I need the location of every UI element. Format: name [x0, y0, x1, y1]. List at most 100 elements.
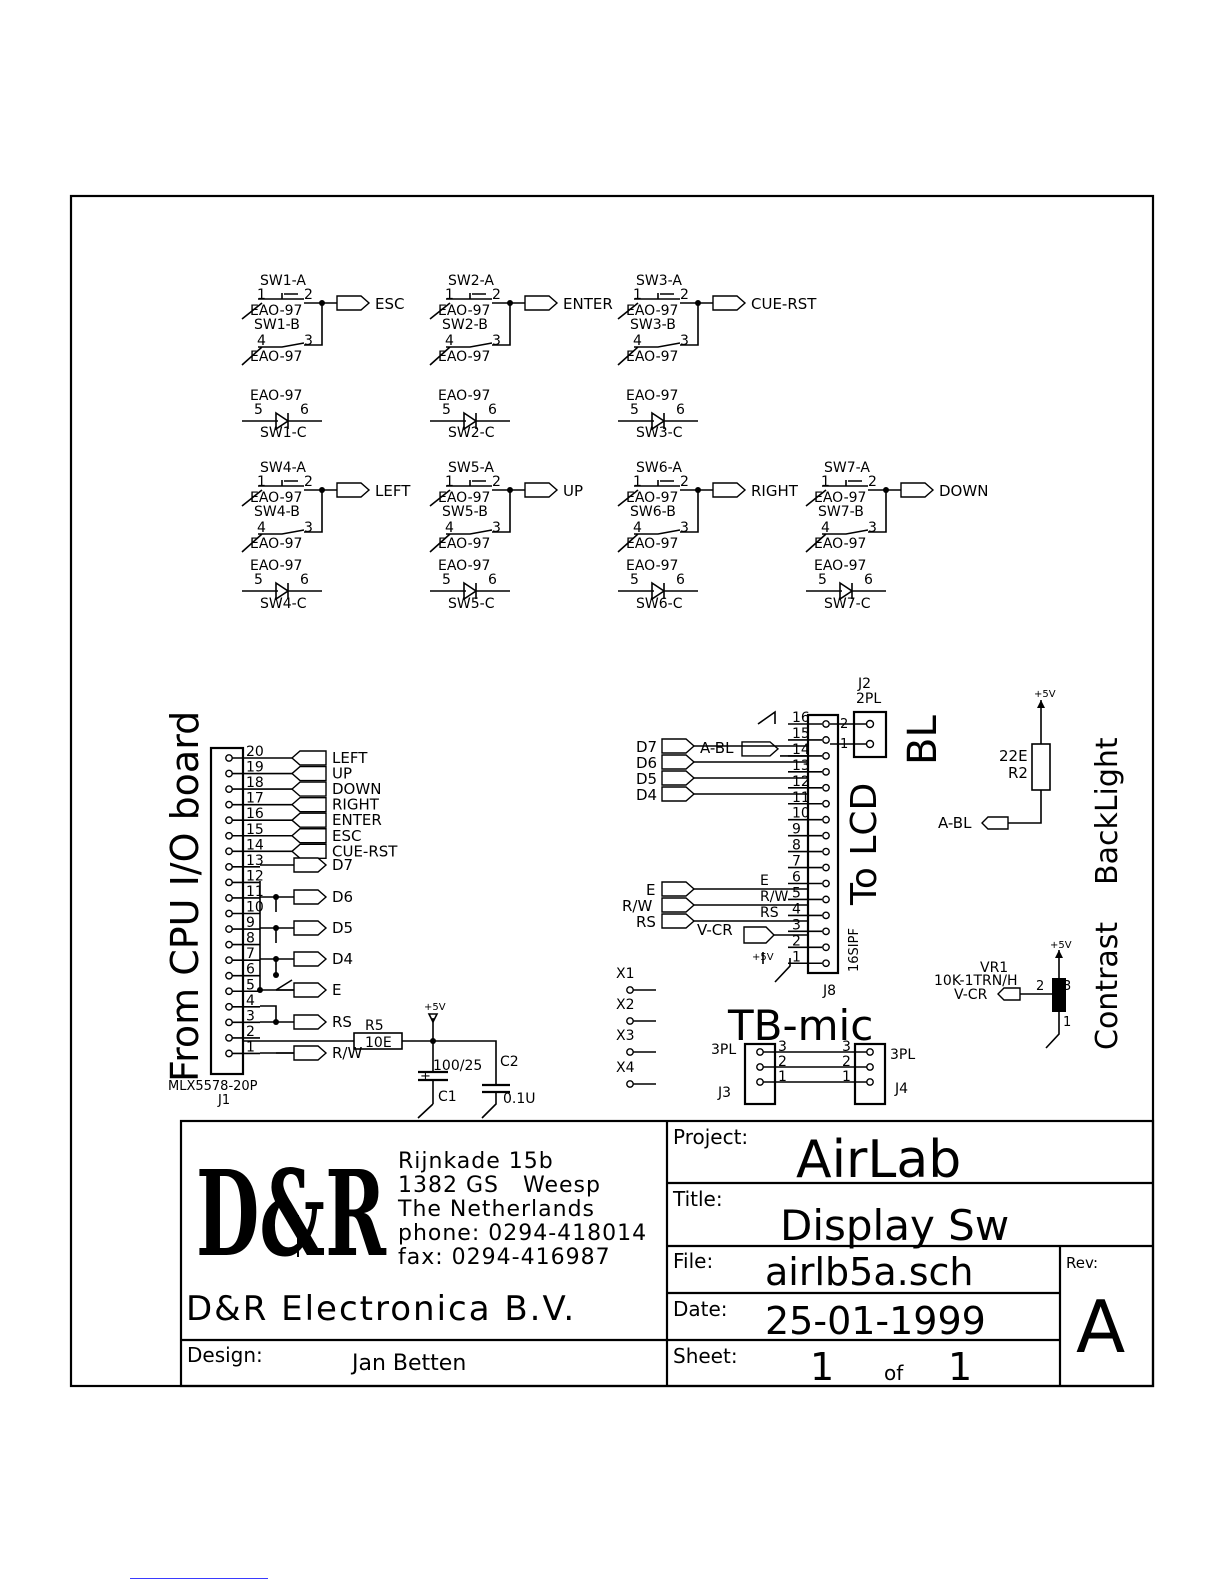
j4-pin [866, 1048, 874, 1056]
net-flag [712, 482, 747, 498]
r2-ref: R2 [1008, 764, 1028, 782]
j1-pin [225, 754, 233, 762]
switch-part: EAO-97 [438, 349, 490, 365]
switch-b-ref: SW3-B [630, 317, 676, 333]
vr1-ref: VR1 [980, 960, 1008, 976]
diode-symbol [651, 581, 666, 601]
net-flag [290, 750, 327, 766]
j8-pin [822, 911, 830, 920]
vr1-body [1052, 978, 1066, 1012]
j8-pin [822, 831, 830, 840]
diode-symbol [275, 581, 290, 601]
j8-pin-net: RS [760, 905, 779, 921]
j1-output-net: D5 [332, 919, 353, 937]
switch-contact [805, 480, 886, 507]
junction-dot [273, 1019, 279, 1025]
switch-c-ref: SW3-C [636, 425, 683, 441]
net-flag [661, 913, 696, 929]
switch-c-ref: SW7-C [824, 596, 871, 612]
svg-text:1: 1 [1063, 1015, 1071, 1030]
junction-dot [273, 972, 279, 978]
j1-pin-number: 5 [246, 977, 255, 993]
j1-output-net: R/W [332, 1044, 362, 1062]
dr-logo: D&R [196, 1144, 387, 1283]
j8-net-label: E [646, 881, 655, 899]
j2-heading: BL [900, 715, 946, 765]
j1-pin [225, 862, 233, 871]
j3-pin [756, 1078, 764, 1086]
net-flag [290, 843, 327, 859]
svg-text:+: + [420, 1069, 431, 1084]
j1-pin [225, 909, 233, 918]
rev-value: A [1076, 1285, 1125, 1369]
pin-label: 1 [633, 474, 642, 490]
j8-pin [822, 767, 830, 776]
j8-net-label: V-CR [697, 921, 733, 939]
j8-pin-number: 1 [792, 949, 801, 965]
page-underline [130, 1578, 268, 1579]
j8-net-label: D5 [636, 770, 657, 788]
net-flag [293, 920, 328, 936]
switch-part: EAO-97 [250, 490, 302, 506]
switch-c-ref: SW1-C [260, 425, 307, 441]
j1-pin [225, 1002, 233, 1011]
j1-heading: From CPU I/O board [163, 711, 207, 1082]
switch-c-ref: SW2-C [448, 425, 495, 441]
svg-text:phone: 0294-418014: phone: 0294-418014 [398, 1221, 647, 1246]
r5-value: 10E [365, 1035, 392, 1051]
net-flag [336, 482, 371, 498]
pin-label: 1 [445, 474, 454, 490]
j8-net-label: D6 [636, 754, 657, 772]
pin-label: 1 [257, 287, 266, 303]
test-point-ref: X2 [616, 997, 635, 1013]
switch-part: EAO-97 [626, 536, 678, 552]
switch-a-ref: SW2-A [448, 273, 494, 289]
switch-net-label: ESC [375, 295, 404, 313]
j8-pin [822, 815, 830, 824]
pin-label: 5 [254, 402, 263, 418]
pin-label: 6 [488, 572, 497, 588]
test-point [626, 1080, 634, 1088]
switch-contact [241, 480, 322, 507]
junction-dot [257, 987, 263, 993]
switch-b-ref: SW4-B [254, 504, 300, 520]
j4-ref: J4 [894, 1081, 908, 1097]
switch-c-ref: SW5-C [448, 596, 495, 612]
j1-output-net: RS [332, 1013, 352, 1031]
switch-contact [429, 293, 510, 320]
r2-value: 22E [999, 747, 1028, 765]
rev-label: Rev: [1066, 1254, 1098, 1272]
j8-pin-net: E [760, 873, 769, 889]
net-flag [293, 951, 328, 967]
net-flag [290, 781, 327, 797]
switch-b-ref: SW7-B [818, 504, 864, 520]
j1-pin-number: 15 [246, 822, 264, 838]
test-point [626, 986, 634, 994]
j1-pin-number: 6 [246, 962, 255, 978]
j8-pin-number: 3 [792, 917, 801, 933]
j8-pin [822, 736, 830, 744]
j8-pin [822, 879, 830, 888]
sheet-of: of [884, 1361, 904, 1385]
switch-a-ref: SW5-A [448, 460, 494, 476]
led-part: EAO-97 [814, 558, 866, 574]
net-flag [661, 786, 696, 802]
switch-part: EAO-97 [250, 536, 302, 552]
j8-pin [822, 720, 830, 728]
pin-label: 5 [442, 572, 451, 588]
switch-contact [429, 480, 510, 507]
switch-part: EAO-97 [626, 490, 678, 506]
j8-pin-number: 12 [792, 774, 810, 790]
title-block: D&R Rijnkade 15b 1382 GS Weesp The Nethe… [179, 1119, 1155, 1389]
pin-label: 5 [630, 402, 639, 418]
r5-ref: R5 [365, 1018, 384, 1034]
switch-contact [429, 342, 493, 366]
